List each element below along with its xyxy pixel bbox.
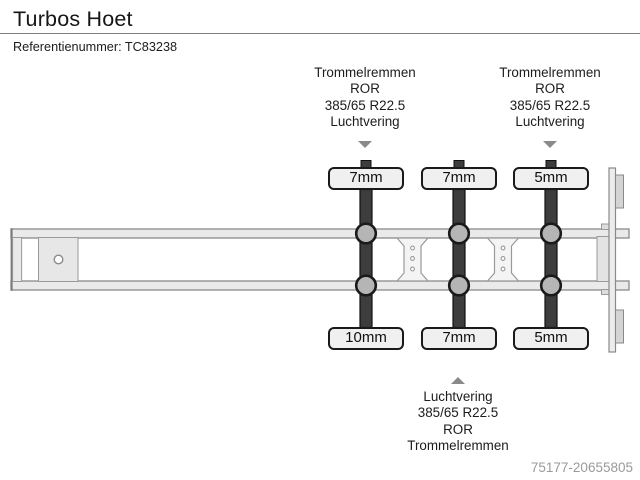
- bolt-hole: [500, 266, 506, 272]
- annotation-line-tire-size: 385/65 R22.5: [417, 405, 499, 421]
- annotation-line-axle-brand: ROR: [443, 421, 473, 437]
- chassis-rail-top: [10, 228, 630, 239]
- axle-bar: [359, 188, 373, 329]
- cross-member-1: [396, 237, 429, 282]
- bolt-hole: [410, 266, 415, 272]
- rear-marker-light-top: [615, 174, 624, 209]
- annotation-line-suspension: Luchtvering: [423, 389, 493, 404]
- hub-circle: [539, 222, 563, 245]
- annotation-line-tire-size: 385/65 R22.5: [509, 97, 591, 113]
- watermark-id: 75177-20655805: [530, 460, 633, 475]
- bolt-hole: [500, 245, 506, 251]
- tread-depth-box-bottom-3: 5mm: [513, 326, 589, 350]
- tread-depth-box-bottom-2: 7mm: [421, 326, 497, 350]
- hub-circle: [447, 222, 471, 245]
- reference-number: Referentienummer: TC83238: [13, 40, 178, 54]
- annotation-line-brakes: Trommelremmen: [407, 437, 509, 453]
- hub-circle: [539, 274, 563, 297]
- rear-bumper-bar: [608, 167, 617, 353]
- page-title: Turbos Hoet: [13, 7, 133, 31]
- tread-depth-box-bottom-1: 10mm: [328, 326, 404, 350]
- header-divider: [0, 33, 640, 34]
- kingpin: [53, 254, 64, 265]
- annotation-line-brakes: Trommelremmen: [314, 65, 416, 80]
- front-plate: [12, 237, 23, 282]
- tread-depth-box-top-2: 7mm: [421, 167, 497, 190]
- arrow-down-icon: [543, 141, 557, 148]
- front-cross-member: [10, 228, 13, 291]
- chassis-rail-bottom: [10, 280, 630, 291]
- arrow-up-icon: [451, 377, 465, 384]
- hub-circle: [354, 222, 378, 245]
- rear-marker-light-bottom: [615, 309, 624, 344]
- bolt-hole: [500, 256, 506, 261]
- hub-circle: [354, 274, 378, 297]
- axle-bar: [544, 188, 558, 329]
- annotation-line-axle-brand: ROR: [350, 81, 380, 97]
- bolt-hole: [410, 256, 415, 261]
- annotation-line-brakes: Trommelremmen: [499, 65, 601, 80]
- annotation-line-tire-size: 385/65 R22.5: [324, 97, 406, 113]
- axle-bar: [452, 188, 466, 329]
- arrow-down-icon: [358, 141, 372, 148]
- axle-spec-annotation-top-right: Trommelremmen ROR 385/65 R22.5 Luchtveri…: [499, 65, 600, 130]
- axle-spec-annotation-bottom: Luchtvering 385/65 R22.5 ROR Trommelremm…: [407, 389, 508, 454]
- annotation-line-axle-brand: ROR: [535, 81, 565, 97]
- hub-circle: [447, 274, 471, 297]
- annotation-line-suspension: Luchtvering: [515, 113, 585, 129]
- tread-depth-box-top-3: 5mm: [513, 167, 589, 190]
- tread-depth-box-top-1: 7mm: [328, 167, 404, 190]
- axle-1: [354, 160, 378, 329]
- cross-member-2: [486, 237, 520, 282]
- axle-spec-annotation-top-left: Trommelremmen ROR 385/65 R22.5 Luchtveri…: [314, 65, 415, 130]
- annotation-line-suspension: Luchtvering: [330, 113, 400, 129]
- bolt-hole: [410, 245, 415, 251]
